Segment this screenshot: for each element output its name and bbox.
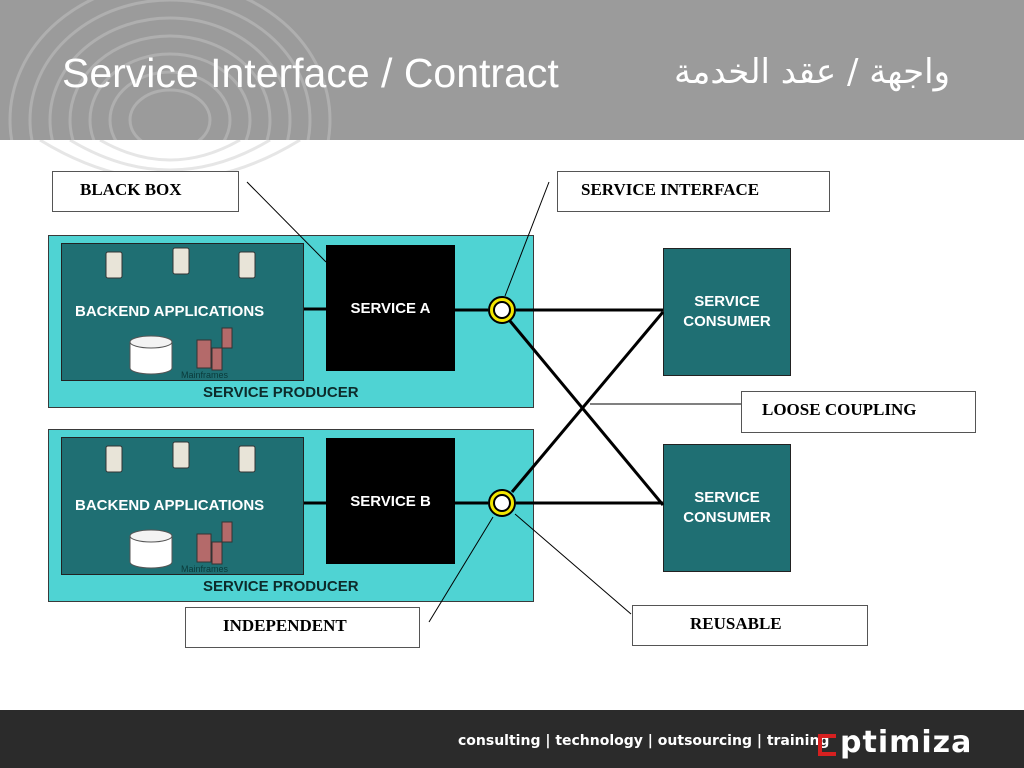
mainframe-icon: [196, 327, 233, 371]
connector-lines: [246, 181, 741, 623]
fingerprint-watermark-icon: [8, 0, 332, 140]
header-band: Service Interface / Contract واجهة / عقد…: [0, 0, 1024, 140]
mainframes-label: Mainframes: [181, 564, 229, 574]
service-producer-label: SERVICE PRODUCER: [203, 578, 359, 595]
backend-applications-b: BACKEND APPLICATIONS Mainframes: [61, 437, 304, 575]
backend-applications-label: BACKEND APPLICATIONS: [75, 497, 265, 514]
consumer-label-line2: CONSUMER: [683, 509, 771, 526]
interface-connector-icon: [488, 296, 516, 324]
logo-mark-icon: [818, 734, 836, 756]
callout-reusable: REUSABLE: [632, 605, 868, 646]
consumer-label-line1: SERVICE: [694, 293, 760, 310]
server-icon: [105, 247, 256, 279]
callout-loose-coupling: LOOSE COUPLING: [741, 391, 976, 433]
footer-bar: consulting | technology | outsourcing | …: [0, 710, 1024, 768]
company-logo: ptimiza: [840, 725, 973, 760]
callout-independent: INDEPENDENT: [185, 607, 420, 648]
callout-black-box: BLACK BOX: [52, 171, 239, 212]
mainframes-label: Mainframes: [181, 370, 229, 380]
footer-tagline: consulting | technology | outsourcing | …: [458, 733, 830, 749]
backend-applications-a: BACKEND APPLICATIONS Mainframes: [61, 243, 304, 381]
page-title: Service Interface / Contract: [62, 50, 559, 96]
database-icon: [129, 529, 173, 569]
service-a-box: SERVICE A: [326, 245, 455, 371]
interface-connector-icon: [488, 489, 516, 517]
service-producer-label: SERVICE PRODUCER: [203, 384, 359, 401]
database-icon: [129, 335, 173, 375]
consumer-label-line2: CONSUMER: [683, 313, 771, 330]
server-icon: [105, 441, 256, 473]
mainframe-icon: [196, 521, 233, 565]
service-consumer-2: SERVICE CONSUMER: [663, 444, 791, 572]
callout-service-interface: SERVICE INTERFACE: [557, 171, 830, 212]
service-consumer-1: SERVICE CONSUMER: [663, 248, 791, 376]
service-b-box: SERVICE B: [326, 438, 455, 564]
backend-applications-label: BACKEND APPLICATIONS: [75, 303, 265, 320]
consumer-label-line1: SERVICE: [694, 489, 760, 506]
page-title-arabic: واجهة / عقد الخدمة: [673, 52, 950, 92]
